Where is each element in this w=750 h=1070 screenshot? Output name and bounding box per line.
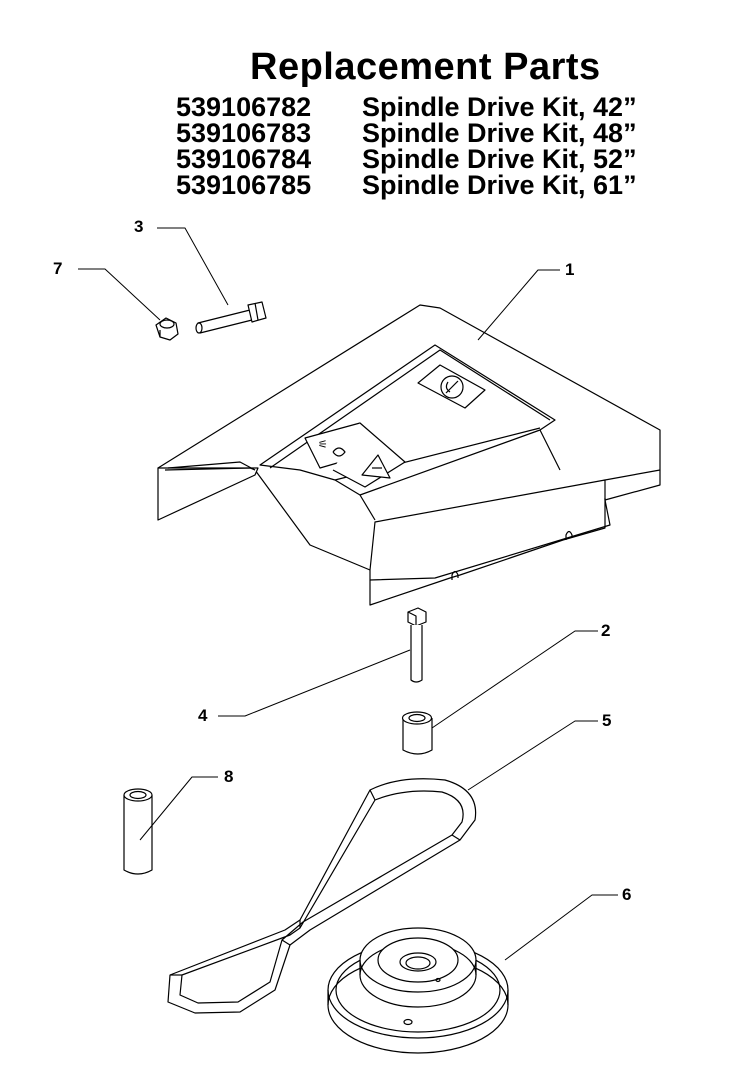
kit-row: 539106785 Spindle Drive Kit, 61” [176, 170, 637, 200]
callout-3: 3 [134, 217, 144, 236]
callout-5: 5 [602, 711, 612, 730]
svg-text:⚟: ⚟ [318, 439, 328, 451]
kit-name: Spindle Drive Kit, 48” [362, 118, 637, 148]
kit-row: 539106783 Spindle Drive Kit, 48” [176, 118, 637, 148]
kit-name: Spindle Drive Kit, 42” [362, 92, 637, 122]
leader-lines [78, 227, 618, 961]
callout-6: 6 [622, 885, 632, 904]
page-title: Replacement Parts [250, 46, 601, 88]
v-belt [167, 778, 477, 1014]
callout-1: 1 [565, 260, 575, 279]
bolt-long [407, 607, 427, 683]
spacer [401, 711, 433, 755]
lock-nut [155, 317, 179, 341]
belt-cover: ⚟ [157, 304, 661, 606]
callout-4: 4 [198, 706, 208, 725]
sleeve-spacer [123, 788, 153, 875]
kit-name: Spindle Drive Kit, 52” [362, 144, 637, 174]
kit-list: 539106782 Spindle Drive Kit, 42” 5391067… [176, 92, 637, 200]
kit-number: 539106784 [176, 144, 312, 174]
kit-row: 539106782 Spindle Drive Kit, 42” [176, 92, 637, 122]
kit-number: 539106785 [176, 170, 312, 200]
kit-name: Spindle Drive Kit, 61” [362, 170, 637, 200]
kit-row: 539106784 Spindle Drive Kit, 52” [176, 144, 637, 174]
callout-8: 8 [224, 767, 234, 786]
kit-number: 539106783 [176, 118, 312, 148]
bolt [195, 301, 267, 334]
pulley [327, 927, 509, 1054]
callout-2: 2 [601, 621, 611, 640]
kit-number: 539106782 [176, 92, 312, 122]
callout-7: 7 [53, 259, 63, 278]
